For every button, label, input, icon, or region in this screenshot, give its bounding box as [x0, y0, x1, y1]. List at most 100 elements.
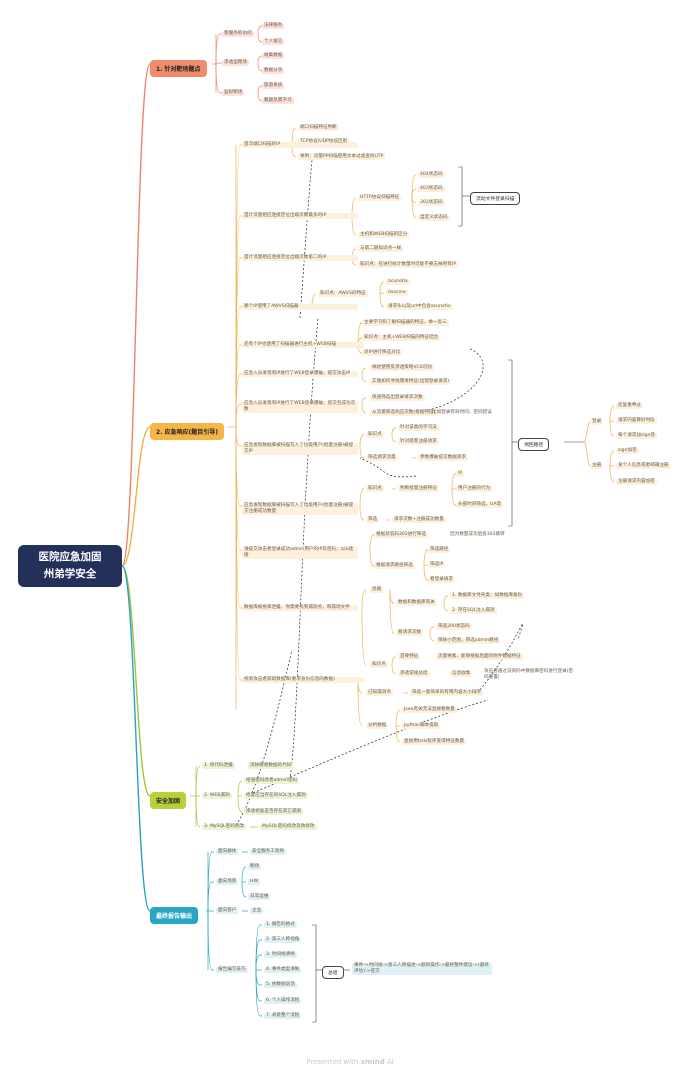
- leaf-node: 1. 报告的格式: [264, 922, 297, 928]
- connector-line: [429, 626, 435, 634]
- leaf-node: 渗透修复是否存在其它漏洞: [244, 809, 304, 815]
- leaf-node: 请求次数+注册成功数量: [392, 517, 446, 523]
- leaf-node: HW: [248, 879, 260, 885]
- branch-3-topic: 安全加固: [150, 792, 187, 809]
- connector-line: [207, 851, 214, 912]
- connector-line: [235, 426, 242, 447]
- connector-line: [609, 450, 615, 467]
- leaf-node: 针对搭客注册请求: [398, 439, 439, 445]
- subtopic-node: 知识点: [366, 432, 384, 438]
- connector-line: [423, 549, 429, 567]
- connector-line: [423, 565, 429, 581]
- connector-line: [195, 765, 201, 797]
- leaf-node: 流量要素，能够根据后面的附件数据特征: [436, 654, 523, 660]
- leaf-node: python脚本提取: [402, 723, 441, 729]
- leaf-node: 1. 数据库文件夹类：如数据库备份: [450, 593, 525, 599]
- connector-line: [458, 166, 463, 227]
- leaf-node: 直接用tsds程序变得特征数量: [402, 739, 467, 745]
- login-topic: 登录: [590, 419, 604, 425]
- connector-line: [389, 589, 395, 634]
- question-node: 首计流量相应连接定位出端次数第二的IP: [242, 255, 358, 261]
- connector-line: [583, 441, 591, 467]
- subtopic-node: 根据请求路径筛选: [374, 563, 415, 569]
- leaf-node: 看登录请求: [428, 577, 455, 583]
- connector-line: [391, 427, 397, 436]
- connector-line: [237, 780, 243, 797]
- leaf-node: 对IP进行筛选对比: [362, 350, 403, 356]
- connector-line: [609, 420, 615, 423]
- leaf-node: 5. 依数据说话: [264, 982, 297, 988]
- register-topic: 注册: [590, 463, 604, 469]
- connector-line: [255, 969, 262, 986]
- connector-line: [207, 881, 214, 912]
- leaf-node: 4. 事件类型清晰: [264, 967, 302, 973]
- connector-line: [237, 795, 243, 813]
- question-node: 首计流量相应连接定位出端次数最多的IP: [242, 213, 358, 219]
- leaf-node: 端口扫描特征判断: [298, 125, 339, 131]
- leaf-node: 信息收集: [450, 671, 473, 677]
- leaf-node: 404状态码: [418, 172, 445, 178]
- connector-line: [395, 709, 401, 727]
- leaf-node: 根据状态码302进行筛选: [374, 532, 429, 538]
- connector-line: [423, 564, 429, 567]
- connector-line: [359, 505, 365, 521]
- leaf-node: 自定义状态码: [418, 215, 450, 221]
- connector-line: [257, 62, 263, 72]
- question-node: 请提交攻击者登录成功admin用户的IP及密码，以&连接: [242, 547, 358, 559]
- subtopic-node: 面向群体: [216, 849, 239, 855]
- connector-line: [391, 434, 397, 443]
- connector-line: [121, 63, 151, 567]
- subtopic-node: 思路: [370, 587, 384, 593]
- connector-line: [391, 664, 397, 675]
- connector-line: [583, 421, 591, 443]
- connector-line: [215, 62, 222, 65]
- footer: Presented with xmind AI: [0, 1058, 700, 1066]
- connector-line: [379, 293, 385, 308]
- leaf-node: 用户注册的行为: [456, 486, 493, 492]
- connector-line: [121, 426, 151, 567]
- connector-line: [361, 367, 367, 375]
- leaf-node: 举例：流量PP扫描使用文本过滤查找UTP: [298, 154, 386, 160]
- connector-line: [361, 589, 367, 609]
- leaf-node: IP: [456, 471, 465, 477]
- connector-line: [359, 434, 365, 447]
- leaf-node: 首要特征: [398, 654, 421, 660]
- connector-line: [479, 623, 524, 691]
- connector-line: [443, 602, 449, 612]
- leaf-node: 403状态码: [418, 186, 445, 192]
- connector-line: [257, 85, 263, 94]
- summary-text: 事件->时间线->第三人称描述->题目操作->最终整件建议->(最终评估)->提…: [352, 963, 492, 975]
- leaf-node: 反复重申过: [616, 403, 643, 409]
- subtopic-node: 知识点：AWVS的特征: [318, 291, 368, 297]
- connector-line: [361, 607, 367, 666]
- leaf-node: 6. 个人操作流程: [264, 998, 302, 1004]
- leaf-node: MySQL密码修改及防修改: [260, 824, 317, 830]
- connector-line: [361, 373, 367, 383]
- subtopic-node: 面向客户: [216, 908, 239, 914]
- connector-line: [257, 25, 263, 35]
- connector-line: [369, 549, 375, 567]
- leaf-node: 阐述使用反渗透策略VCS识别: [370, 365, 434, 371]
- subtopic-node: 渗透型靶场: [222, 60, 249, 66]
- branch-1-topic: 1. 针对靶场题点: [150, 60, 207, 77]
- leaf-node: 某个人信息或者邮箱注册: [616, 463, 671, 469]
- subtopic-node: 筛选请求流量: [366, 455, 398, 461]
- annotation-node: 比如登录有效时间；密码错误: [432, 410, 492, 415]
- connector-line: [289, 317, 319, 781]
- leaf-node: 0xscme: [386, 290, 408, 296]
- connector-line: [299, 159, 313, 319]
- connector-line: [443, 595, 449, 604]
- leaf-node: 数据分享: [262, 68, 285, 74]
- connector-line: [411, 197, 417, 219]
- leaf-node: Json有关无法直接看数量: [402, 707, 457, 713]
- question-node: 应急入员发现有IP进行了WEB登录爆破，提交攻击IP: [242, 371, 358, 377]
- connector-line: [359, 457, 417, 478]
- connector-line: [361, 403, 367, 414]
- leaf-node: TCP协议/UDP协议区别: [298, 139, 350, 145]
- connector-line: [241, 866, 247, 883]
- subtopic-node: 报告编写技巧: [216, 967, 248, 973]
- leaf-node: 筛选200状态码: [436, 624, 472, 630]
- footer-suffix: AI: [384, 1058, 394, 1066]
- connector-line: [235, 403, 242, 428]
- connector-line: [257, 33, 263, 43]
